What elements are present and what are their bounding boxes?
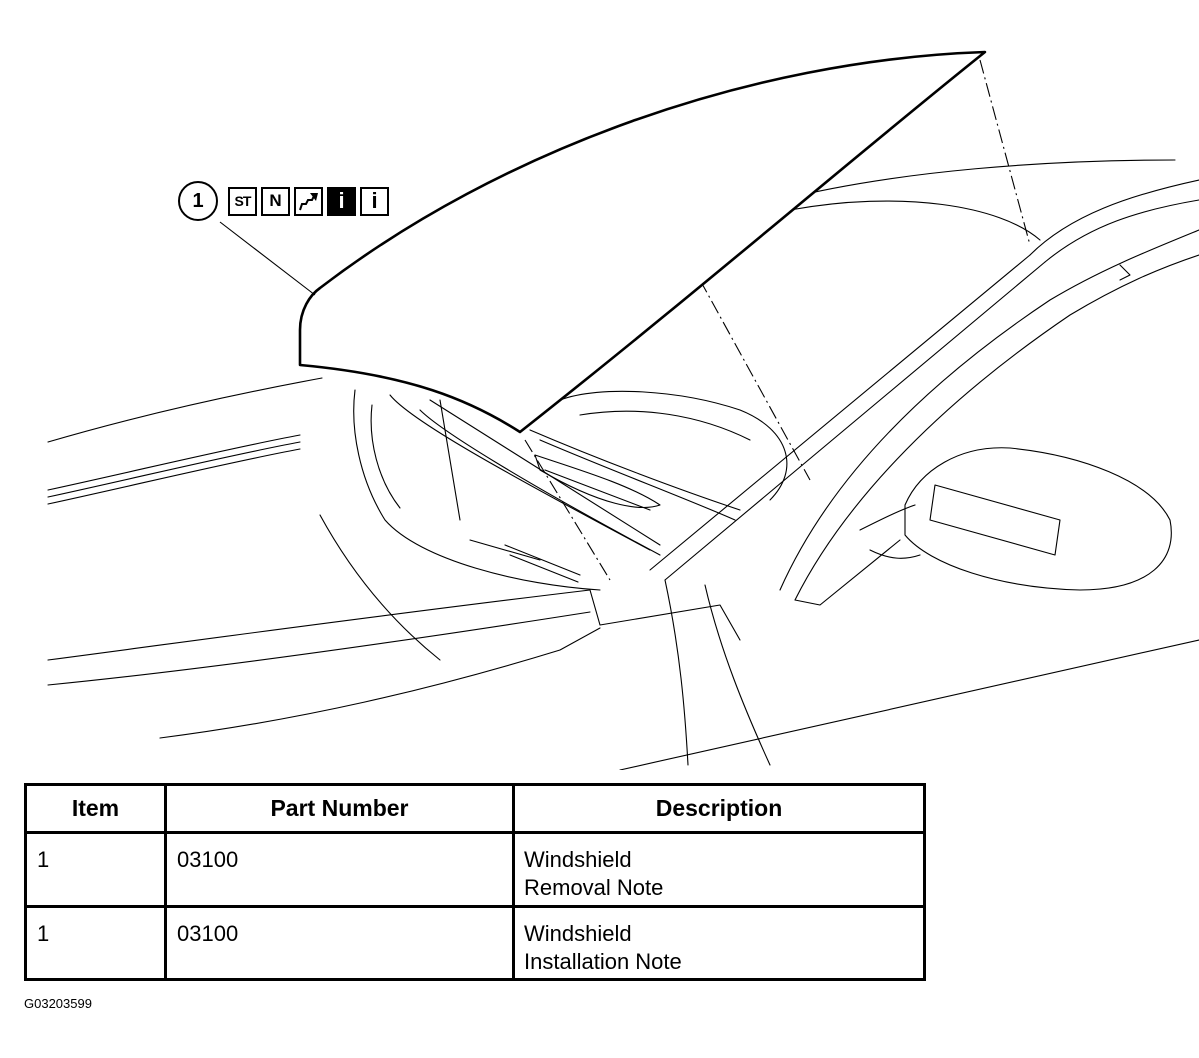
service-symbols: ST N i i bbox=[228, 186, 389, 216]
vehicle-body-lines bbox=[47, 159, 1199, 770]
description-cell: Windshield Removal Note bbox=[512, 831, 926, 908]
callout: 1 ST N i i bbox=[178, 178, 389, 224]
info-symbol: i bbox=[360, 186, 389, 216]
windshield-diagram bbox=[47, 50, 1199, 770]
new-part-symbol: N bbox=[261, 186, 290, 216]
description-cell: Windshield Installation Note bbox=[512, 904, 926, 981]
callout-leader-line bbox=[219, 221, 316, 296]
column-header-description: Description bbox=[512, 783, 926, 834]
description-note: Removal Note bbox=[524, 875, 664, 900]
table-row: 1 03100 Windshield Installation Note bbox=[24, 904, 926, 981]
item-cell: 1 bbox=[24, 904, 167, 981]
info-filled-symbol: i bbox=[327, 186, 356, 216]
callout-number: 1 bbox=[178, 181, 218, 221]
table-row: 1 03100 Windshield Removal Note bbox=[24, 831, 926, 908]
column-header-part-number: Part Number bbox=[164, 783, 515, 834]
table-header-row: Item Part Number Description bbox=[24, 783, 926, 834]
part-number-cell: 03100 bbox=[164, 904, 515, 981]
parts-table: Item Part Number Description 1 03100 Win… bbox=[24, 783, 926, 981]
description-note: Installation Note bbox=[524, 948, 682, 974]
figure-id: G03203599 bbox=[24, 996, 92, 1011]
item-cell: 1 bbox=[24, 831, 167, 908]
windshield-glass bbox=[298, 50, 987, 434]
alignment-lines bbox=[524, 59, 1031, 581]
column-header-item: Item bbox=[24, 783, 167, 834]
description-title: Windshield bbox=[524, 920, 632, 946]
part-number-cell: 03100 bbox=[164, 831, 515, 908]
special-tool-symbol: ST bbox=[228, 186, 257, 216]
description-title: Windshield bbox=[524, 847, 632, 872]
arrow-icon bbox=[294, 186, 323, 216]
